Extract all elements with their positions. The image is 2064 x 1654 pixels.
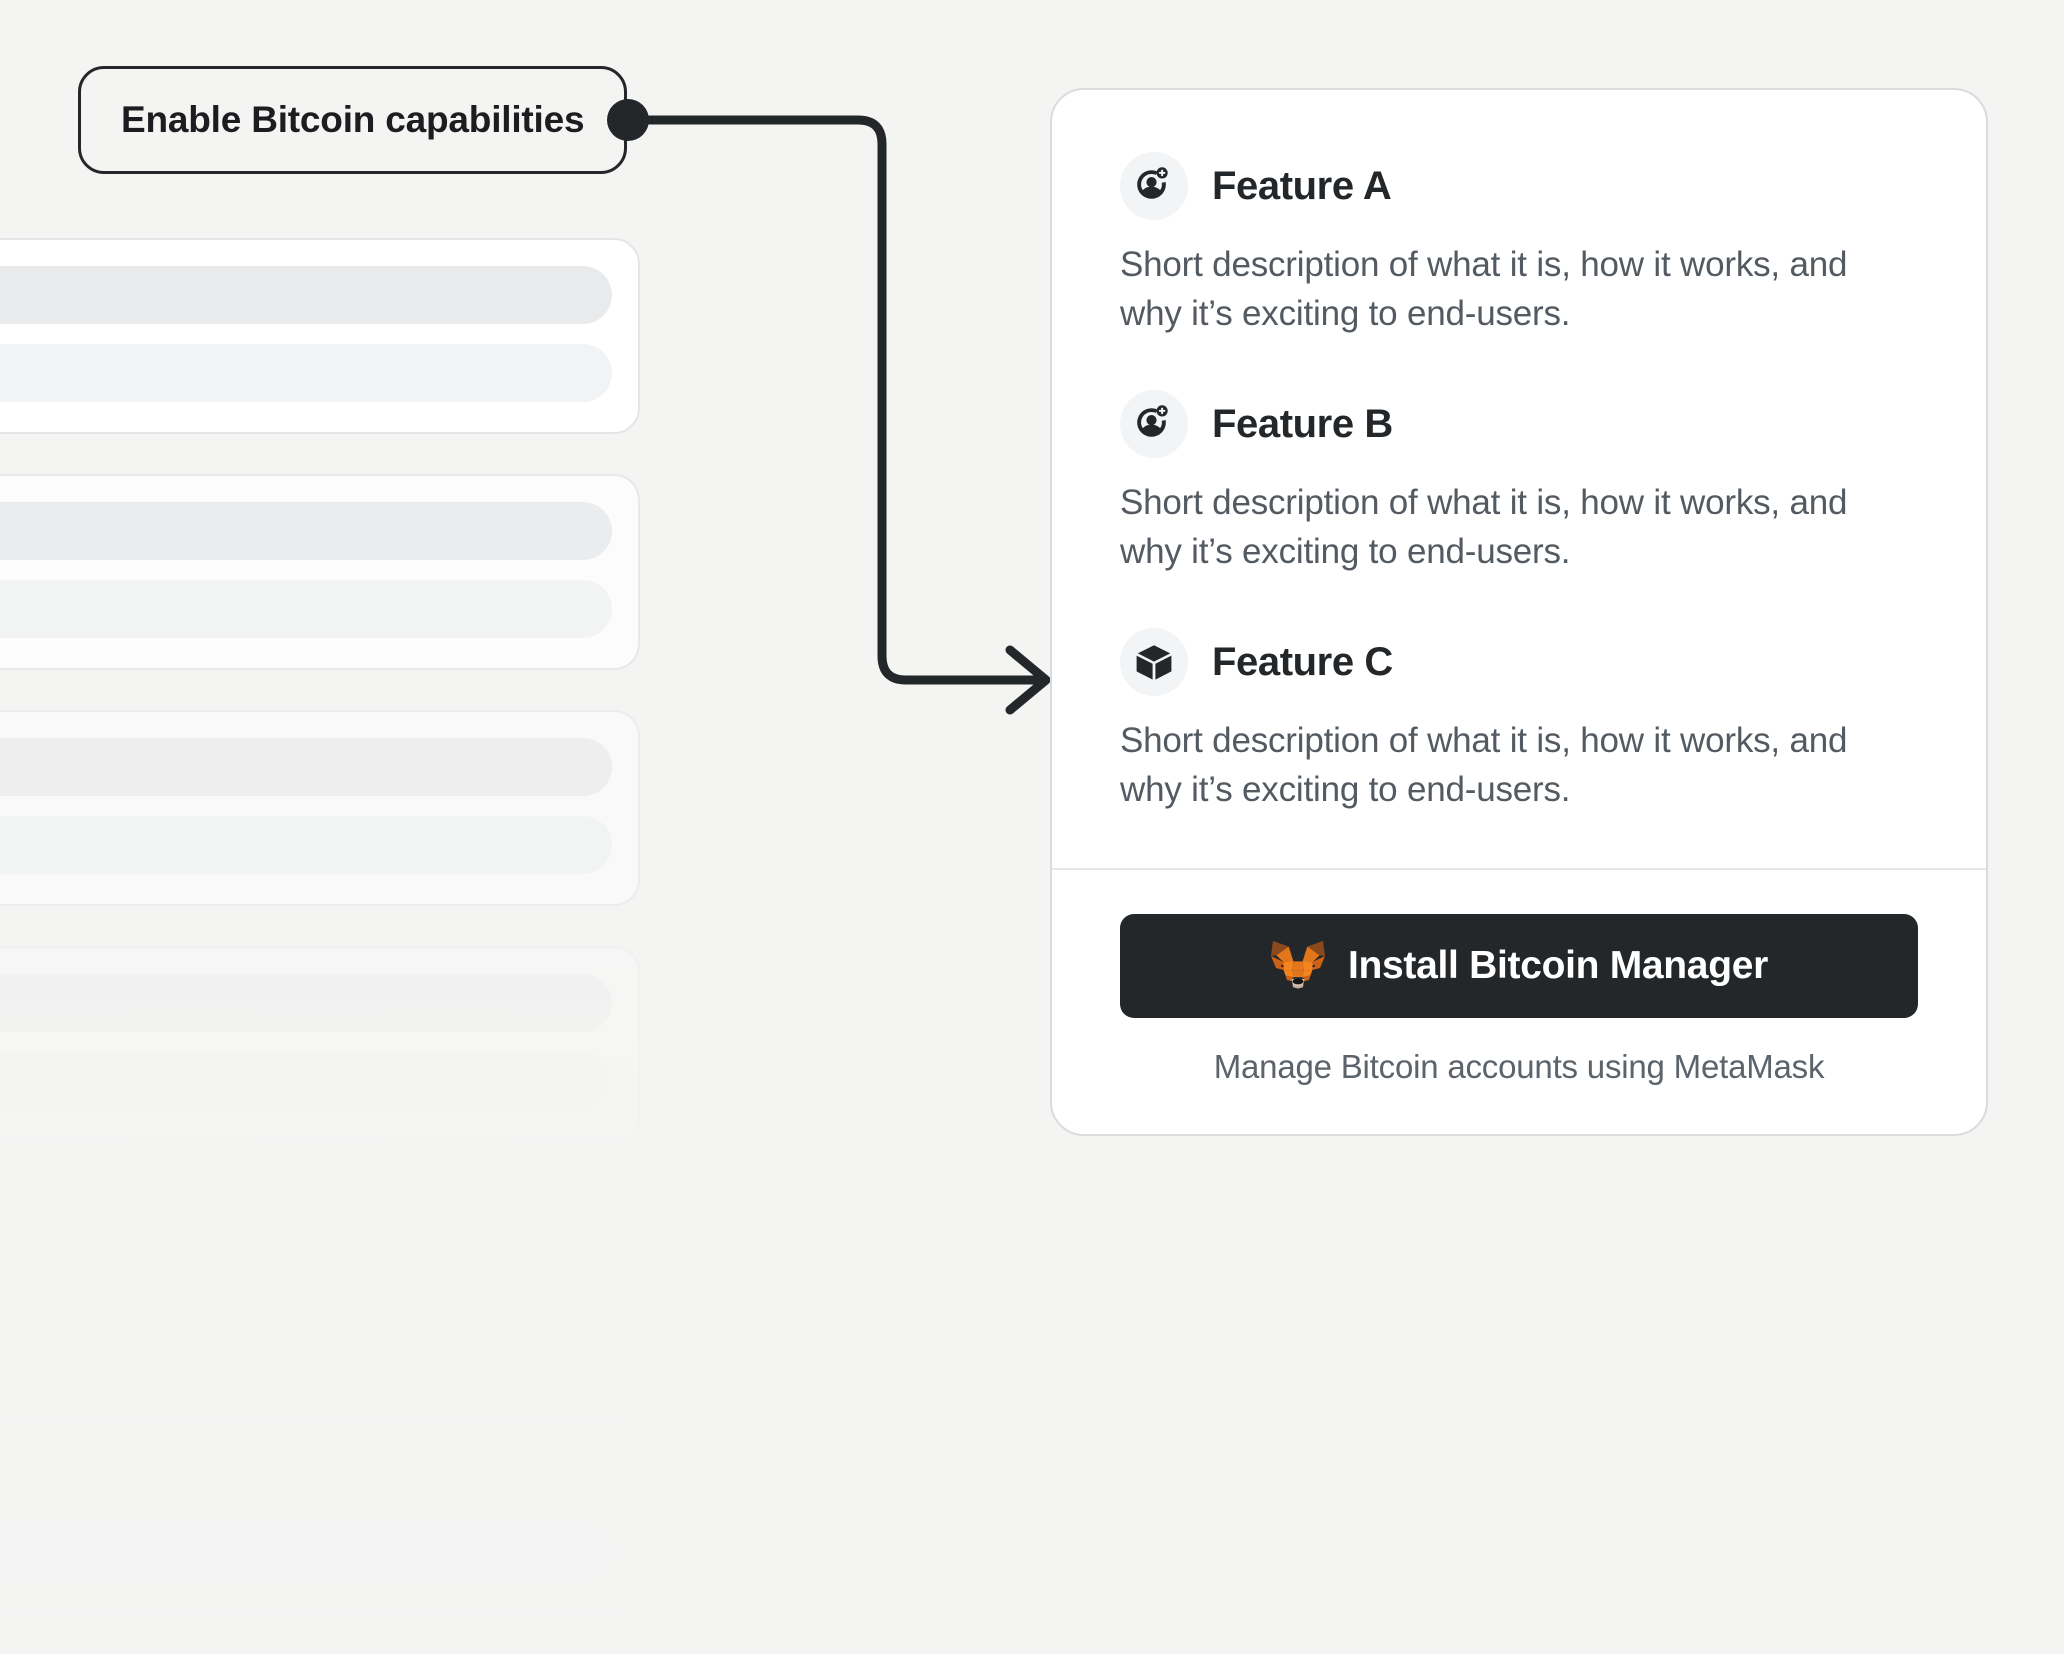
feature-title: Feature A: [1212, 163, 1392, 208]
skeleton-bar-primary: [0, 738, 612, 796]
skeleton-card: [0, 946, 640, 1142]
skeleton-bar-secondary: [0, 1288, 612, 1346]
skeleton-bar-primary: [0, 974, 612, 1032]
skeleton-bar-secondary: [0, 580, 612, 638]
feature-title: Feature C: [1212, 639, 1393, 684]
feature-block-c: Feature C Short description of what it i…: [1120, 628, 1918, 814]
install-button-label: Install Bitcoin Manager: [1347, 944, 1768, 987]
connector-path: [623, 115, 1045, 685]
card-footer: Install Bitcoin Manager Manage Bitcoin a…: [1052, 870, 1986, 1134]
feature-block-a: Feature A Short description of what it i…: [1120, 152, 1918, 338]
feature-list: Feature A Short description of what it i…: [1052, 90, 1986, 868]
skeleton-card: [0, 238, 640, 434]
skeleton-bar-secondary: [0, 816, 612, 874]
feature-block-b: Feature B Short description of what it i…: [1120, 390, 1918, 576]
skeleton-card: [0, 474, 640, 670]
feature-header: Feature B: [1120, 390, 1918, 458]
skeleton-bar-secondary: [0, 1052, 612, 1110]
add-user-icon: [1120, 152, 1188, 220]
metamask-fox-icon: [1270, 939, 1326, 994]
footer-caption: Manage Bitcoin accounts using MetaMask: [1213, 1048, 1825, 1085]
skeleton-bar-primary: [0, 1446, 612, 1504]
add-user-icon: [1120, 390, 1188, 458]
background-skeleton-list: [0, 238, 640, 1654]
feature-title: Feature B: [1212, 401, 1393, 446]
skeleton-bar-primary: [0, 1210, 612, 1268]
feature-header: Feature A: [1120, 152, 1918, 220]
feature-description: Short description of what it is, how it …: [1120, 483, 1848, 571]
feature-description: Short description of what it is, how it …: [1120, 721, 1848, 809]
callout-pill: Enable Bitcoin capabilities: [78, 66, 628, 174]
skeleton-card: [0, 1182, 640, 1378]
skeleton-card: [0, 710, 640, 906]
feature-header: Feature C: [1120, 628, 1918, 696]
skeleton-bar-secondary: [0, 344, 612, 402]
skeleton-bar-primary: [0, 502, 612, 560]
connector-arrowhead: [1005, 645, 1051, 715]
skeleton-bar-secondary: [0, 1524, 612, 1582]
skeleton-card: [0, 1418, 640, 1614]
callout-label: Enable Bitcoin capabilities: [121, 99, 585, 140]
cube-icon: [1120, 628, 1188, 696]
install-bitcoin-manager-button[interactable]: Install Bitcoin Manager: [1120, 914, 1918, 1018]
card-divider: [1052, 868, 1986, 870]
feature-description: Short description of what it is, how it …: [1120, 245, 1848, 333]
feature-card: Feature A Short description of what it i…: [1050, 88, 1988, 1136]
skeleton-bar-primary: [0, 266, 612, 324]
